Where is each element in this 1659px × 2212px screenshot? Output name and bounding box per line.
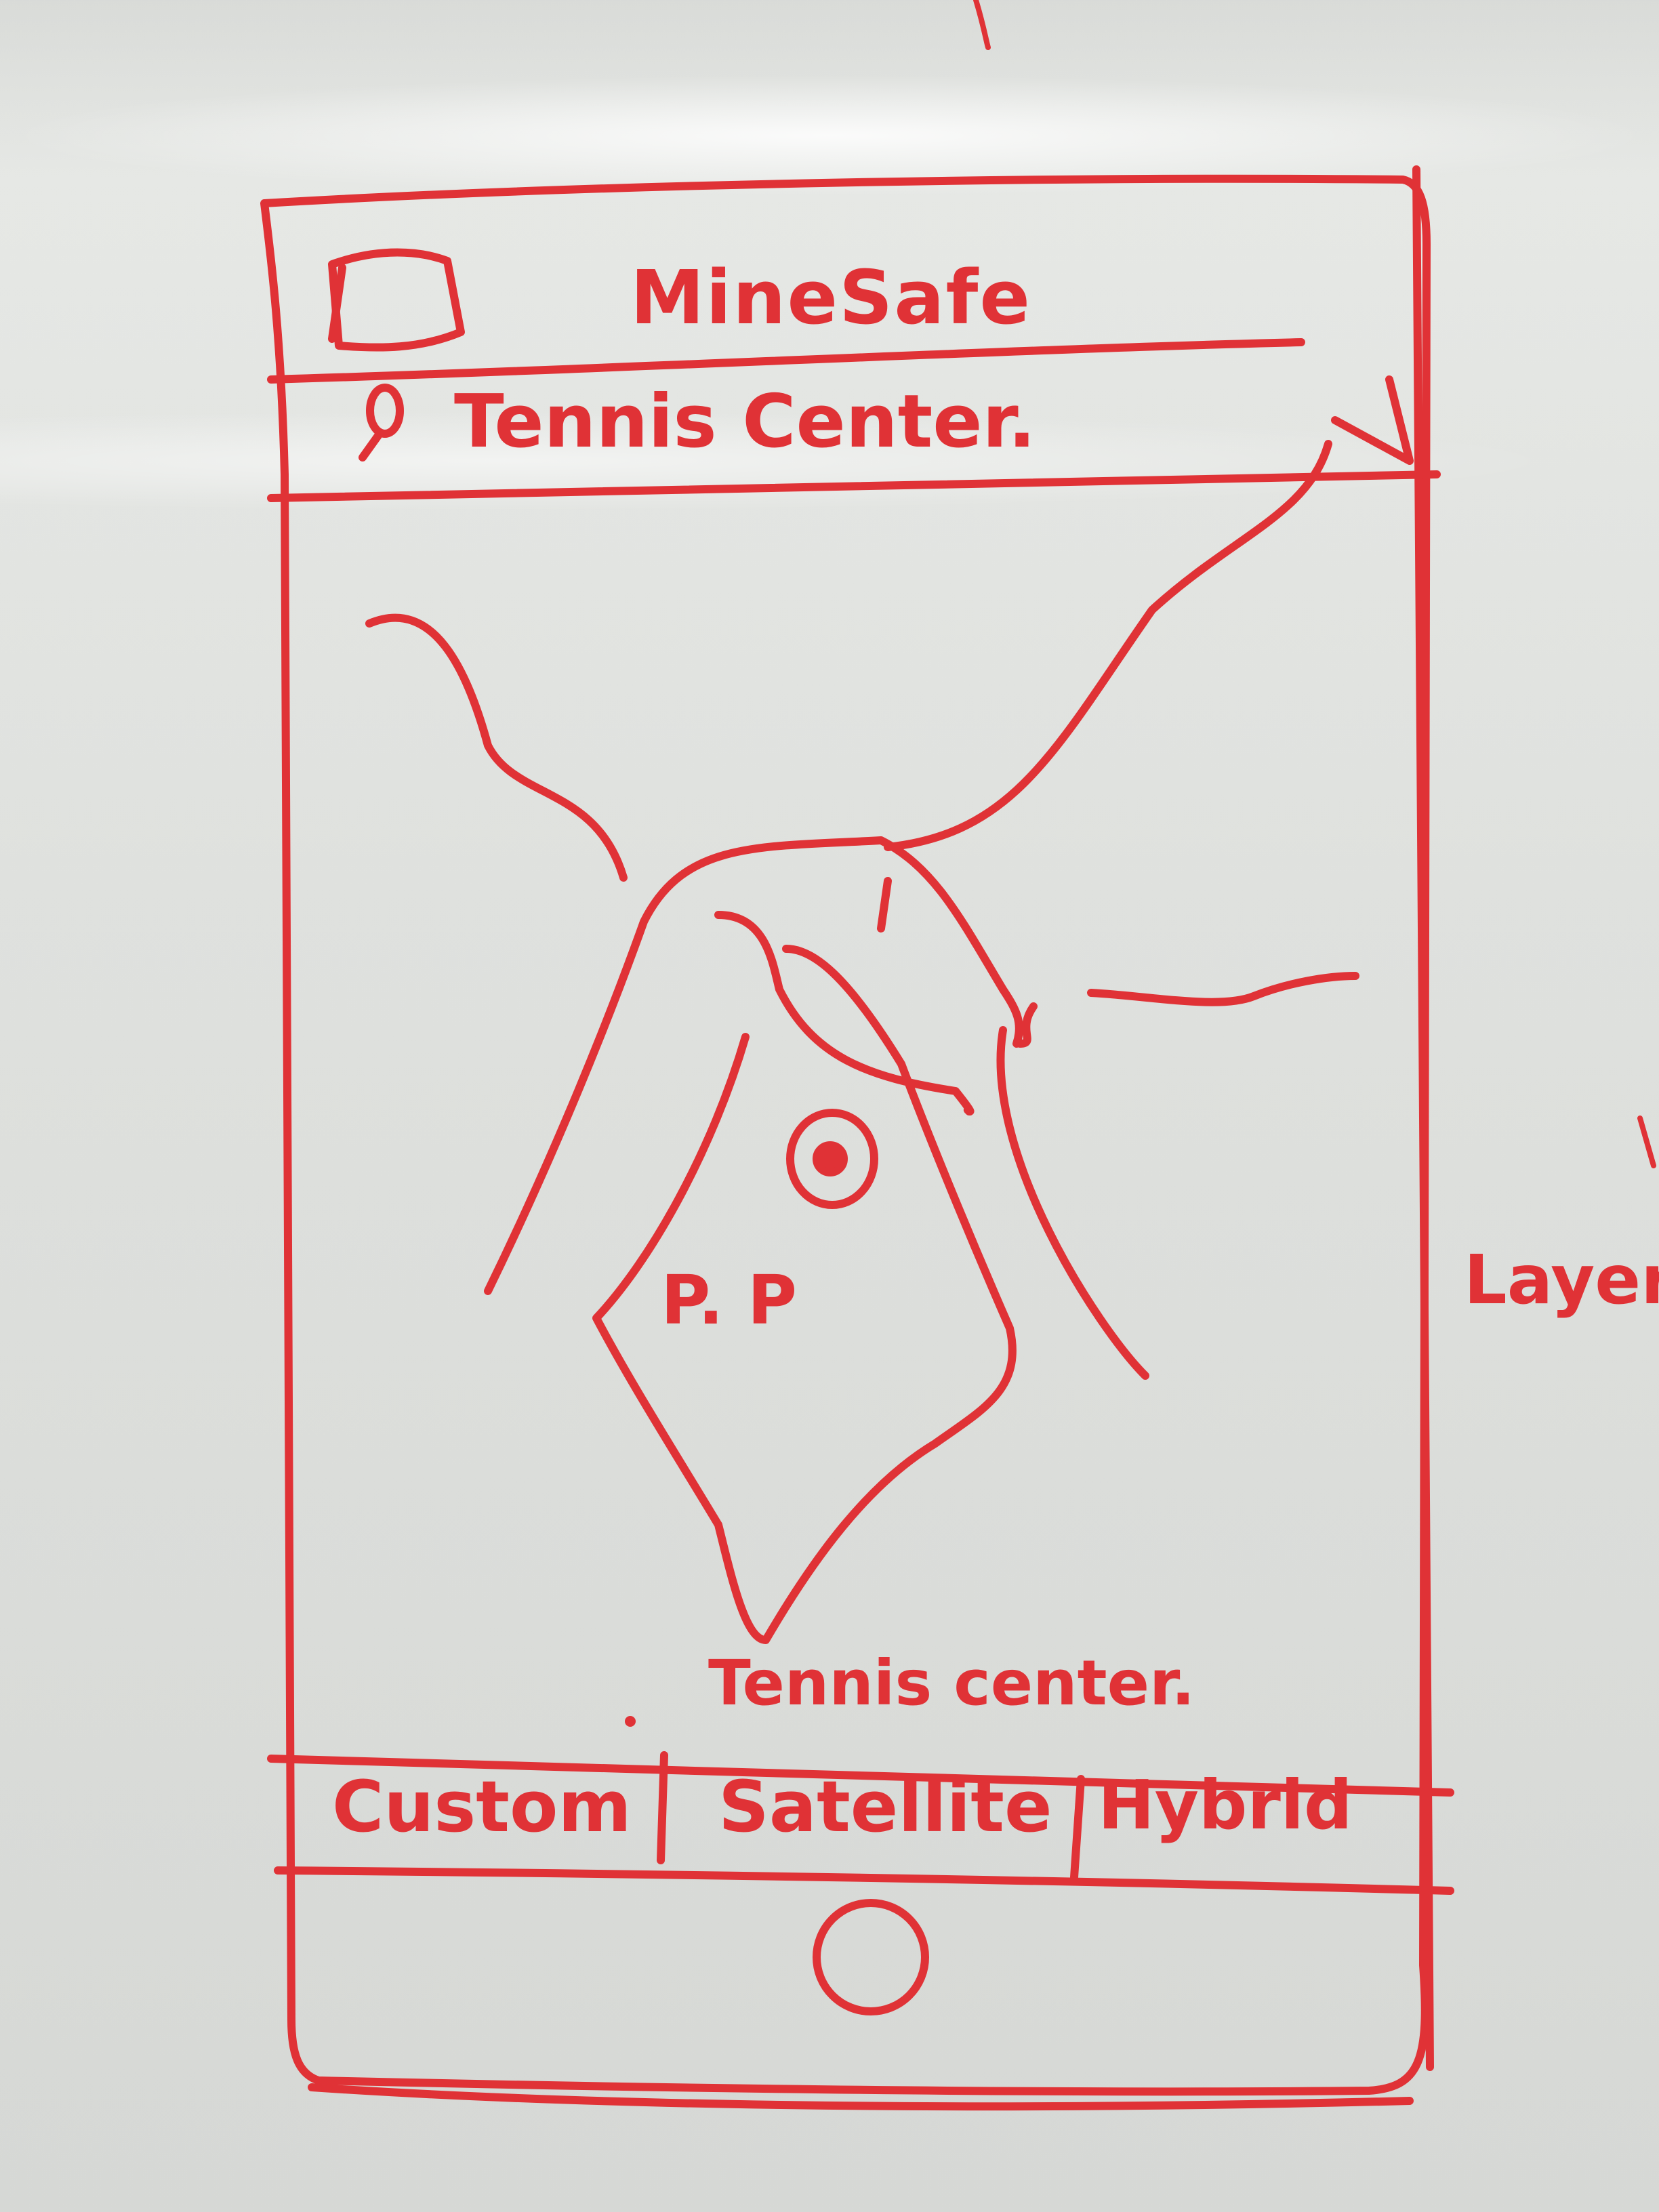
layers-side-note: Layers [1464,1240,1659,1319]
location-search-field[interactable]: Tennis Center. [454,380,1036,464]
phone-frame [260,174,1431,2096]
building-label: P. P [661,1261,798,1340]
menu-square-icon [328,248,465,352]
header-divider [267,338,1305,384]
map-road-3 [1087,972,1359,1006]
map-road-4 [484,836,1023,1295]
segment-bar-top [267,1755,1454,1797]
home-button-icon [813,1899,929,2015]
map-road-1 [365,613,628,882]
search-divider [267,470,1441,502]
segment-satellite[interactable]: Satellite [718,1765,1052,1848]
segment-custom[interactable]: Custom [332,1765,632,1848]
map-road-5 [996,1026,1149,1380]
location-pin-icon [359,384,404,462]
map-road-2 [884,440,1332,851]
segment-bar-bottom [274,1866,1454,1895]
app-title: MineSafe [630,254,1031,341]
building-polygon [592,945,1017,1644]
segment-hybrid[interactable]: Hybrid [1098,1765,1353,1845]
building-outline [714,911,975,1115]
location-target-icon [786,1109,878,1209]
map-caption: Tennis center. [708,1647,1195,1719]
